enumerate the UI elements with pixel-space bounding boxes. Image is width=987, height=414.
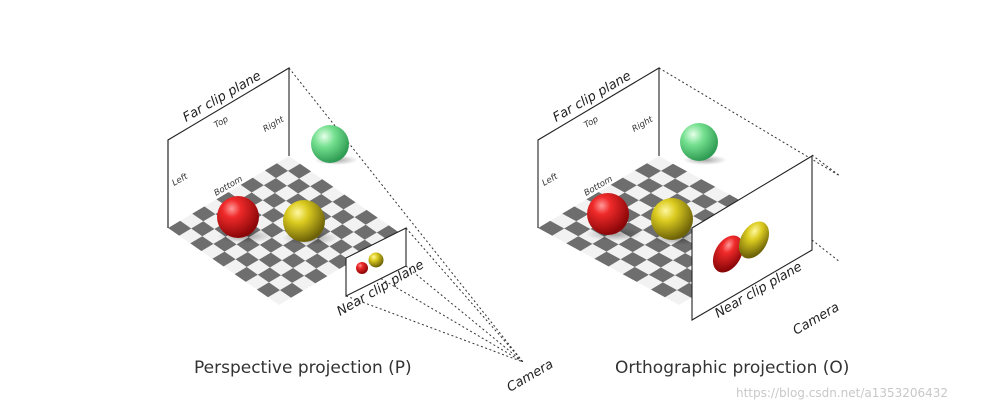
checker-cell: [592, 236, 619, 252]
perspective-camera-label: Camera: [505, 357, 557, 396]
perspective-right-label: Right: [262, 114, 287, 134]
checker-cell: [618, 237, 645, 253]
checker-cell: [663, 178, 690, 194]
orthographic-left-label: Left: [541, 171, 561, 188]
checker-cell: [538, 220, 565, 236]
perspective-yellow-sphere: [283, 200, 325, 242]
perspective-left-label: Left: [171, 171, 191, 188]
checker-cell: [634, 163, 661, 179]
checker-cell: [650, 282, 677, 298]
checker-cell: [352, 239, 376, 255]
perspective-caption: Perspective projection (P): [194, 358, 412, 378]
checker-cell: [644, 237, 671, 253]
orthographic-red-sphere: [587, 193, 629, 235]
orthographic-diagram: Far clip plane Top Right Left Bottom Nea…: [537, 67, 843, 339]
orthographic-caption: Orthographic projection (O): [615, 358, 850, 378]
checker-cell: [566, 236, 593, 252]
checker-cell: [263, 178, 287, 193]
checker-cell: [332, 194, 356, 210]
checker-cell: [691, 194, 718, 209]
orthographic-yellow-sphere: [651, 198, 693, 240]
checker-cell: [282, 253, 306, 268]
checker-cell: [620, 252, 647, 267]
checker-cell: [191, 221, 215, 237]
checker-cell: [235, 252, 259, 267]
checker-cell: [259, 237, 283, 253]
orthographic-near-yellow-projection: [738, 221, 770, 259]
checker-cell: [610, 177, 637, 193]
orthographic-box-edges: [537, 67, 660, 228]
checker-cell: [331, 209, 355, 225]
perspective-green-sphere: [311, 125, 349, 163]
checker-cell: [261, 207, 285, 223]
checker-cell: [329, 239, 353, 255]
orthographic-camera-label: Camera: [791, 300, 843, 339]
checker-cell: [304, 268, 328, 284]
orthographic-near-red-projection: [712, 235, 744, 273]
checker-cell: [212, 251, 236, 267]
orthographic-right-label: Right: [631, 114, 656, 134]
perspective-frustum-rays: [288, 67, 524, 363]
checker-cell: [564, 221, 591, 237]
checker-cell: [258, 252, 282, 268]
checker-cell: [280, 282, 304, 298]
checker-cell: [240, 177, 264, 193]
checker-cell: [562, 206, 589, 222]
checker-cell: [689, 179, 716, 194]
checker-cell: [376, 225, 400, 241]
orthographic-green-sphere: [680, 123, 718, 161]
perspective-near-red-projection: [356, 262, 368, 274]
checker-cell: [636, 178, 663, 193]
orthographic-top-label: Top: [583, 115, 601, 131]
checker-cell: [330, 224, 354, 240]
perspective-diagram: Far clip plane Top Right Left Bottom Nea…: [167, 67, 557, 396]
checker-cell: [661, 163, 688, 179]
checker-cell: [256, 282, 280, 298]
perspective-top-label: Top: [213, 115, 231, 131]
checker-cell: [353, 224, 377, 240]
checker-cell: [310, 179, 334, 194]
perspective-near-yellow-projection: [368, 252, 384, 268]
checker-cell: [288, 163, 312, 179]
checker-cell: [594, 251, 621, 267]
checker-cell: [287, 178, 311, 194]
perspective-frustum-edges: [167, 67, 290, 228]
checker-cell: [354, 209, 378, 225]
checker-cell: [622, 267, 649, 282]
checker-cell: [264, 163, 288, 179]
checker-cell: [257, 267, 281, 283]
checker-cell: [305, 253, 329, 269]
checker-cell: [648, 267, 675, 283]
checker-cell: [646, 252, 673, 268]
checker-cell: [190, 236, 214, 252]
perspective-red-sphere: [217, 196, 259, 238]
checker-cell: [262, 193, 286, 208]
watermark-url: https://blog.csdn.net/a1353206432: [736, 386, 949, 400]
checker-cell: [168, 220, 192, 236]
checker-cell: [281, 268, 305, 283]
checker-cell: [192, 206, 216, 222]
checker-cell: [234, 267, 258, 282]
